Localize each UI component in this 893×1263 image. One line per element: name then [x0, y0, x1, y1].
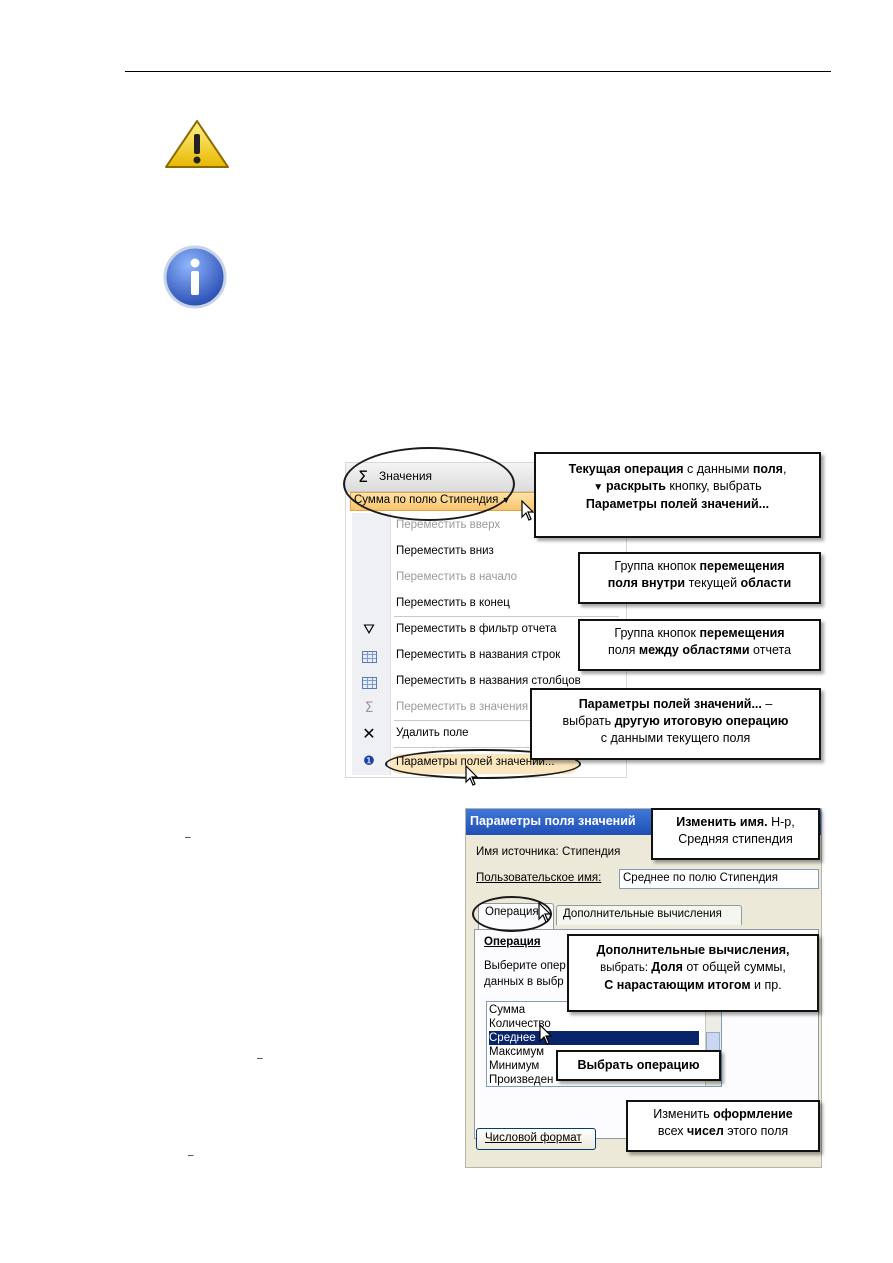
- field-settings-icon: ❶: [363, 754, 375, 769]
- values-highlight-oval: [343, 447, 515, 521]
- menu-item-move-to-report-filter[interactable]: Переместить в фильтр отчета: [396, 623, 557, 635]
- mouse-cursor-icon: [539, 1024, 553, 1045]
- number-format-button[interactable]: Числовой формат: [476, 1128, 596, 1150]
- filter-icon: ⛛: [363, 622, 375, 638]
- callout-number-format: Изменить оформление всех чисел этого пол…: [626, 1100, 820, 1152]
- source-name-label: Имя источника:: [476, 846, 559, 858]
- rows-grid-icon: [362, 651, 377, 663]
- menu-item-move-to-row-labels[interactable]: Переместить в названия строк: [396, 649, 561, 661]
- delete-x-icon: ✕: [362, 724, 376, 743]
- list-item[interactable]: Минимум: [489, 1060, 540, 1072]
- callout-choose-operation: Выбрать операцию: [556, 1050, 721, 1081]
- dropdown-arrow-icon: ▼: [593, 482, 606, 493]
- operation-tab-oval: [472, 896, 552, 932]
- info-icon: [163, 245, 227, 309]
- menu-item-move-to-end[interactable]: Переместить в конец: [396, 597, 510, 609]
- header-rule: [125, 71, 831, 72]
- menu-item-move-down[interactable]: Переместить вниз: [396, 545, 494, 557]
- section-title: Операция: [484, 936, 541, 948]
- menu-item-move-up[interactable]: Переместить вверх: [396, 519, 501, 531]
- callout-value-field-settings: Параметры полей значений... – выбрать др…: [530, 688, 821, 760]
- instruction-text: данных в выбр: [484, 976, 564, 988]
- warning-icon: [165, 120, 229, 168]
- sigma-icon: Σ: [364, 700, 374, 716]
- instruction-text: Выберите опер: [484, 960, 566, 972]
- mouse-cursor-icon: [465, 765, 479, 786]
- list-item[interactable]: Произведен: [489, 1074, 554, 1086]
- margin-mark: –: [257, 1053, 263, 1064]
- custom-name-label: Пользовательское имя:: [476, 872, 602, 884]
- callout-current-operation: Текущая операция с данными поля, ▼ раскр…: [534, 452, 821, 538]
- menu-item-move-to-values[interactable]: Переместить в значения: [396, 701, 529, 713]
- number-format-label: Числовой формат: [485, 1132, 582, 1144]
- margin-mark: –: [188, 1150, 194, 1161]
- menu-separator: [394, 747, 619, 748]
- tab-additional-calculations[interactable]: Дополнительные вычисления: [556, 905, 742, 925]
- columns-grid-icon: [362, 677, 377, 689]
- list-item[interactable]: Сумма: [489, 1004, 526, 1016]
- margin-mark: –: [185, 832, 191, 843]
- menu-separator: [394, 720, 619, 721]
- mouse-cursor-icon: [538, 902, 552, 923]
- mouse-cursor-icon: [521, 500, 535, 521]
- menu-item-move-to-start[interactable]: Переместить в начало: [396, 571, 518, 583]
- callout-move-within-area: Группа кнопок перемещения поля внутри те…: [578, 552, 821, 604]
- source-name-value: Стипендия: [562, 846, 621, 858]
- callout-additional-calculations: Дополнительные вычисления, выбрать: Доля…: [567, 934, 819, 1012]
- menu-item-move-to-column-labels[interactable]: Переместить в названия столбцов: [396, 675, 581, 687]
- custom-name-input[interactable]: Среднее по полю Стипендия: [619, 869, 819, 889]
- list-item[interactable]: Количество: [489, 1018, 551, 1030]
- settings-highlight-oval: [385, 749, 581, 779]
- menu-item-remove-field[interactable]: Удалить поле: [396, 727, 469, 739]
- menu-separator: [394, 616, 619, 617]
- list-item[interactable]: Максимум: [489, 1046, 545, 1058]
- menu-icon-strip: [352, 513, 391, 775]
- list-item-selected[interactable]: Среднее: [489, 1031, 699, 1045]
- callout-change-name: Изменить имя. Н-р, Средняя стипендия: [651, 808, 820, 860]
- callout-move-between-areas: Группа кнопок перемещения поля между обл…: [578, 619, 821, 671]
